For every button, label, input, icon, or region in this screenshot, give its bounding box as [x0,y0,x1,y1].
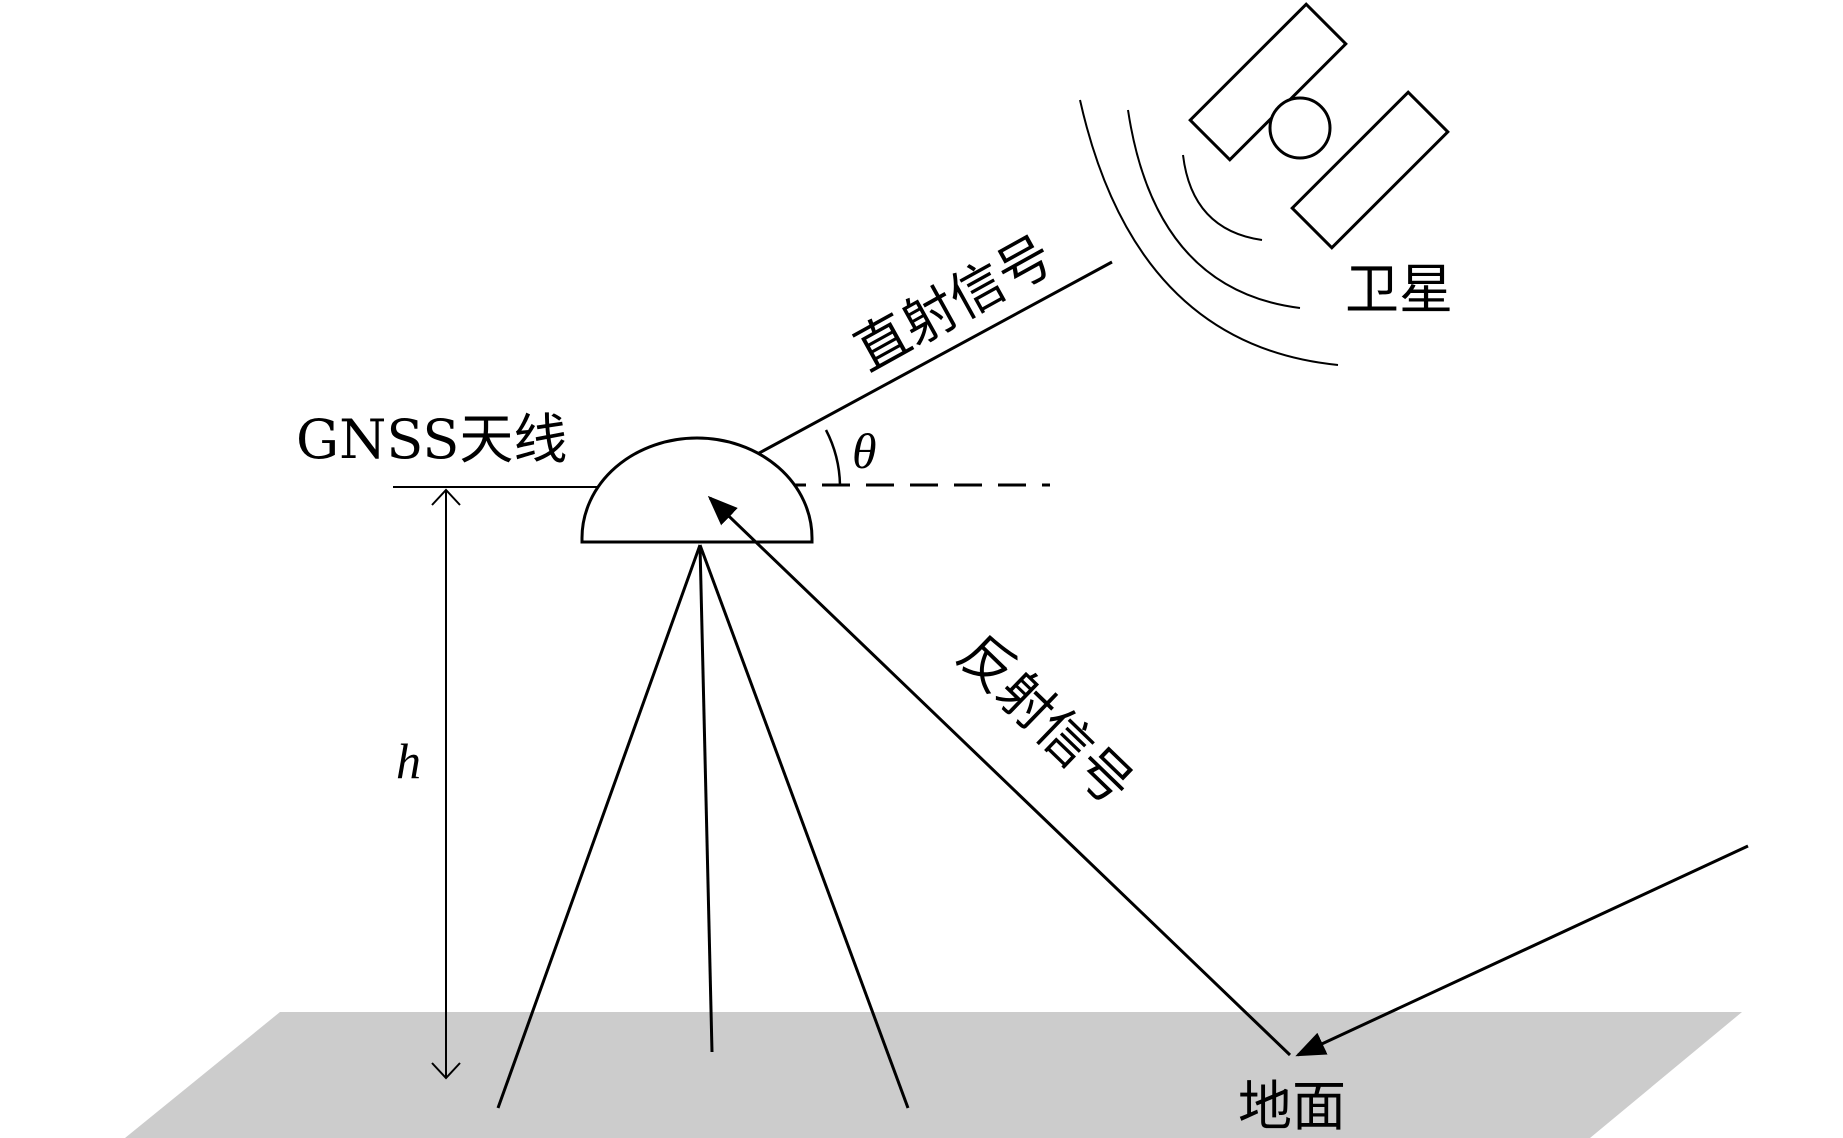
direct-signal-ray [699,260,1113,486]
tripod [496,544,910,1109]
elevation-angle-arc [824,429,842,486]
satellite-label: 卫星 [1345,258,1453,321]
reflected-signal-ray [707,495,1292,1057]
direct-signal-label: 直射信号 [844,224,1063,384]
reflected-signal-label: 反射信号 [946,622,1145,817]
ground-plane [125,1012,1742,1138]
satellite-icon [1188,2,1450,250]
signal-waves [1079,99,1339,366]
antenna-dome [580,436,814,544]
antenna-label: GNSS天线 [296,408,567,471]
ground-label: 地面 [1238,1075,1346,1138]
height-dimension [431,488,461,1080]
incident-ground-ray [1295,844,1749,1057]
angle-symbol: θ [852,423,877,479]
height-symbol: h [396,733,421,789]
